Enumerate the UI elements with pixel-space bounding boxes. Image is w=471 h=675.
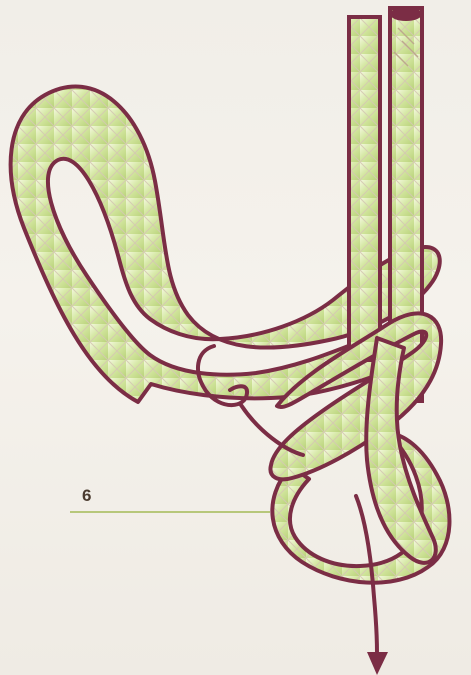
rope-end-cap: [390, 7, 422, 21]
arrow-down-icon: [367, 652, 388, 675]
rope-standing-part-left: [349, 17, 380, 360]
